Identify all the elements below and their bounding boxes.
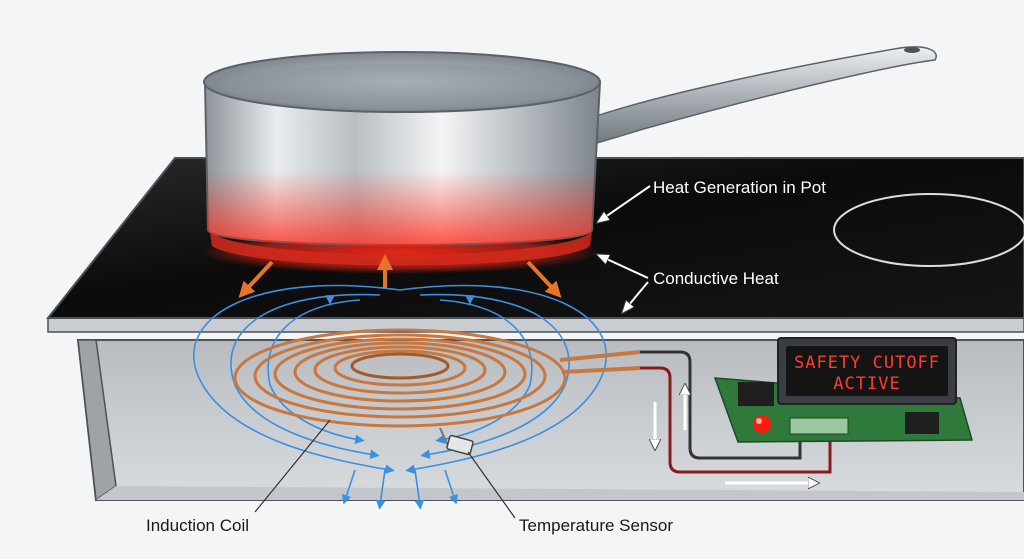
burner-ring	[833, 193, 1024, 267]
display-line-1: SAFETY CUTOFF	[794, 353, 940, 373]
warning-led	[753, 415, 771, 433]
label-induction-coil: Induction Coil	[146, 516, 249, 535]
conductive-heat-arrows	[238, 254, 562, 298]
magnetic-field-lines	[193, 284, 607, 510]
current-direction-arrows	[655, 388, 815, 483]
chip	[738, 382, 774, 406]
control-wires	[640, 350, 832, 474]
label-conductive-heat: Conductive Heat	[653, 269, 779, 288]
callout-conductive-heat: Conductive Heat	[598, 255, 779, 312]
temperature-sensor	[439, 427, 474, 456]
callout-temperature-sensor: Temperature Sensor	[467, 451, 673, 535]
callout-induction-coil: Induction Coil	[146, 419, 331, 535]
label-heat-generation: Heat Generation in Pot	[653, 178, 826, 197]
cooking-pot	[203, 51, 602, 266]
induction-coil	[233, 328, 641, 428]
chip	[905, 412, 939, 434]
display-line-2: ACTIVE	[833, 374, 900, 394]
callout-heat-generation: Heat Generation in Pot	[598, 178, 826, 222]
safety-display: SAFETY CUTOFF ACTIVE	[777, 337, 957, 405]
wire-terminal	[789, 417, 849, 435]
label-temperature-sensor: Temperature Sensor	[519, 516, 673, 535]
